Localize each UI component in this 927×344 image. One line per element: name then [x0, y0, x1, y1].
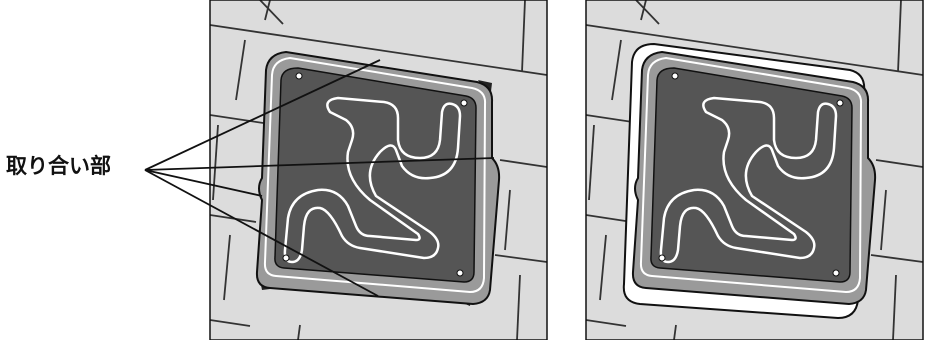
screw-icon — [837, 100, 843, 106]
panel-after — [586, 0, 923, 340]
screw-icon — [672, 73, 678, 79]
screw-icon — [833, 270, 839, 276]
screw-icon — [283, 255, 289, 261]
screw-icon — [461, 100, 467, 106]
callout-label: 取り合い部 — [6, 150, 111, 180]
screw-icon — [659, 255, 665, 261]
screw-icon — [296, 73, 302, 79]
panel-before — [145, 0, 547, 340]
screw-icon — [457, 270, 463, 276]
